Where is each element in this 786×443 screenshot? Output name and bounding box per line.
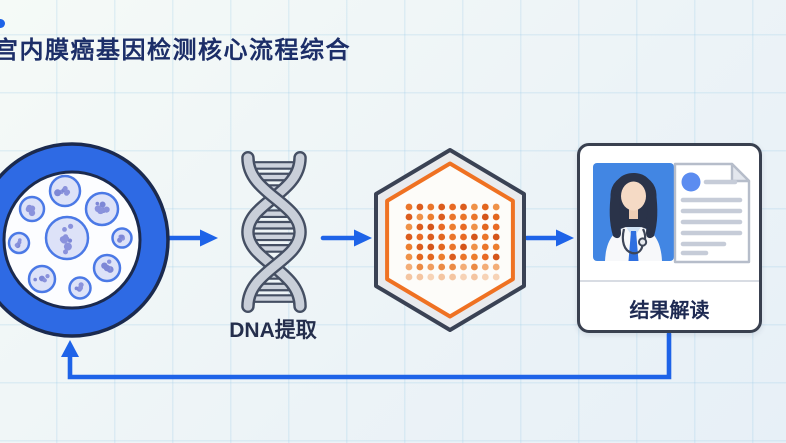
result-interpretation-label: 结果解读 (629, 300, 710, 322)
microarray-chip-icon (374, 148, 526, 332)
blue-dot-icon (0, 19, 5, 28)
page-title: 宫内膜癌基因检测核心流程综合 (0, 37, 351, 64)
feedback-arrowhead (61, 340, 79, 357)
result-card: 结果解读 (577, 143, 762, 333)
card-divider (580, 280, 759, 282)
cell-cluster (7, 174, 133, 300)
cell-sample-icon (0, 142, 170, 338)
report-document-icon (673, 162, 751, 264)
dna-extraction-label: DNA提取 (229, 319, 317, 342)
feedback-loop-line (67, 331, 672, 380)
doctor-avatar (593, 163, 674, 261)
microarray-dots (405, 203, 500, 281)
dna-helix-icon (241, 150, 307, 314)
